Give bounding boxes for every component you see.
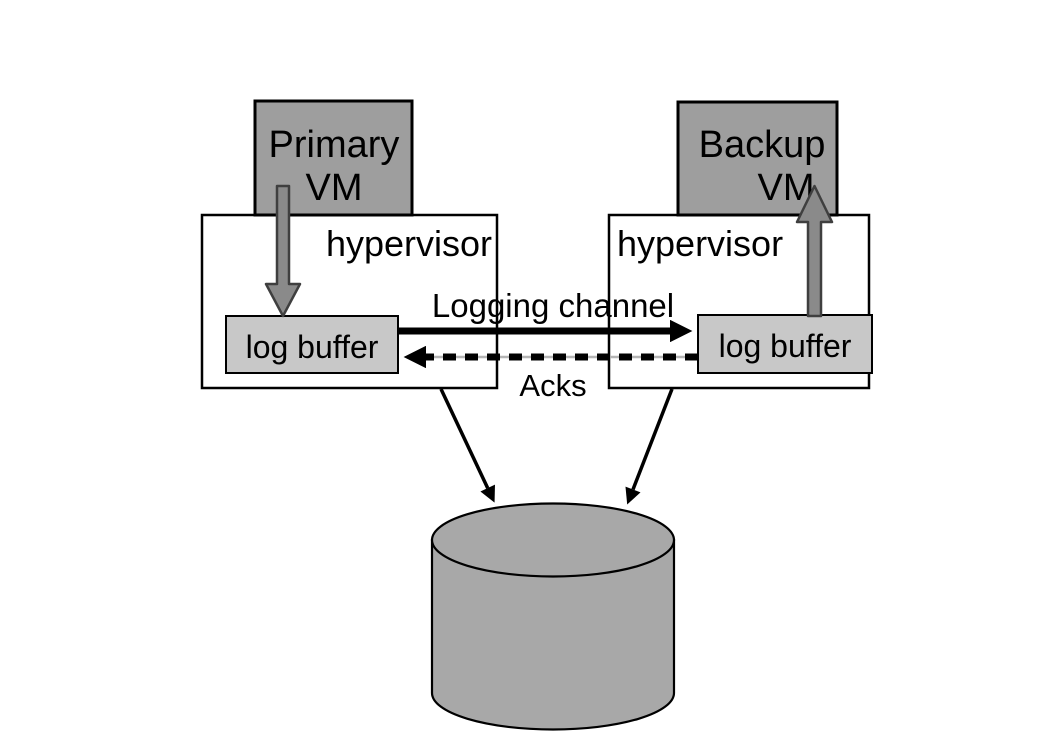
primary-to-buffer-arrow bbox=[264, 184, 302, 318]
disk-top bbox=[430, 502, 676, 578]
logging-channel-label: Logging channel bbox=[432, 287, 674, 324]
hypervisor-label-left: hypervisor bbox=[326, 223, 492, 264]
log-buffer-label-left: log buffer bbox=[246, 329, 379, 365]
backup-vm-label-line1: Backup bbox=[699, 124, 826, 166]
left-hypervisor-to-disk-arrow bbox=[439, 388, 495, 503]
acks-label: Acks bbox=[519, 368, 586, 403]
hypervisor-label-right: hypervisor bbox=[617, 223, 783, 264]
primary-vm-label-line1: Primary bbox=[269, 124, 400, 166]
backup-vm-label-line2: VM bbox=[758, 167, 815, 209]
shared-disk-cylinder bbox=[430, 502, 676, 731]
primary-vm-box bbox=[253, 99, 414, 217]
log-buffer-box-left bbox=[225, 315, 399, 374]
log-buffer-label-right: log buffer bbox=[719, 328, 852, 364]
right-hypervisor-to-disk-arrow bbox=[625, 388, 674, 505]
log-buffer-box-right bbox=[697, 314, 873, 374]
buffer-to-backup-arrow bbox=[795, 184, 834, 318]
disk-body bbox=[430, 538, 676, 731]
primary-vm-label-line2: VM bbox=[306, 167, 363, 209]
